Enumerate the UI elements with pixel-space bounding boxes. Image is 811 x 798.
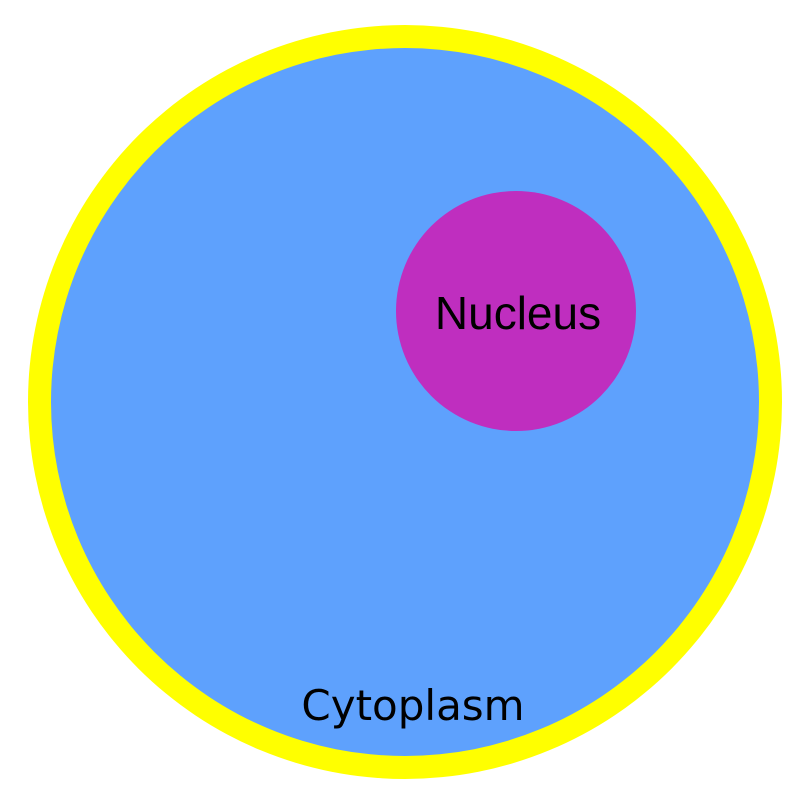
nucleus-label: Nucleus [435,287,601,339]
cytoplasm-label: Cytoplasm [301,681,524,730]
cytoplasm-region [51,48,759,756]
nucleus [396,191,636,431]
